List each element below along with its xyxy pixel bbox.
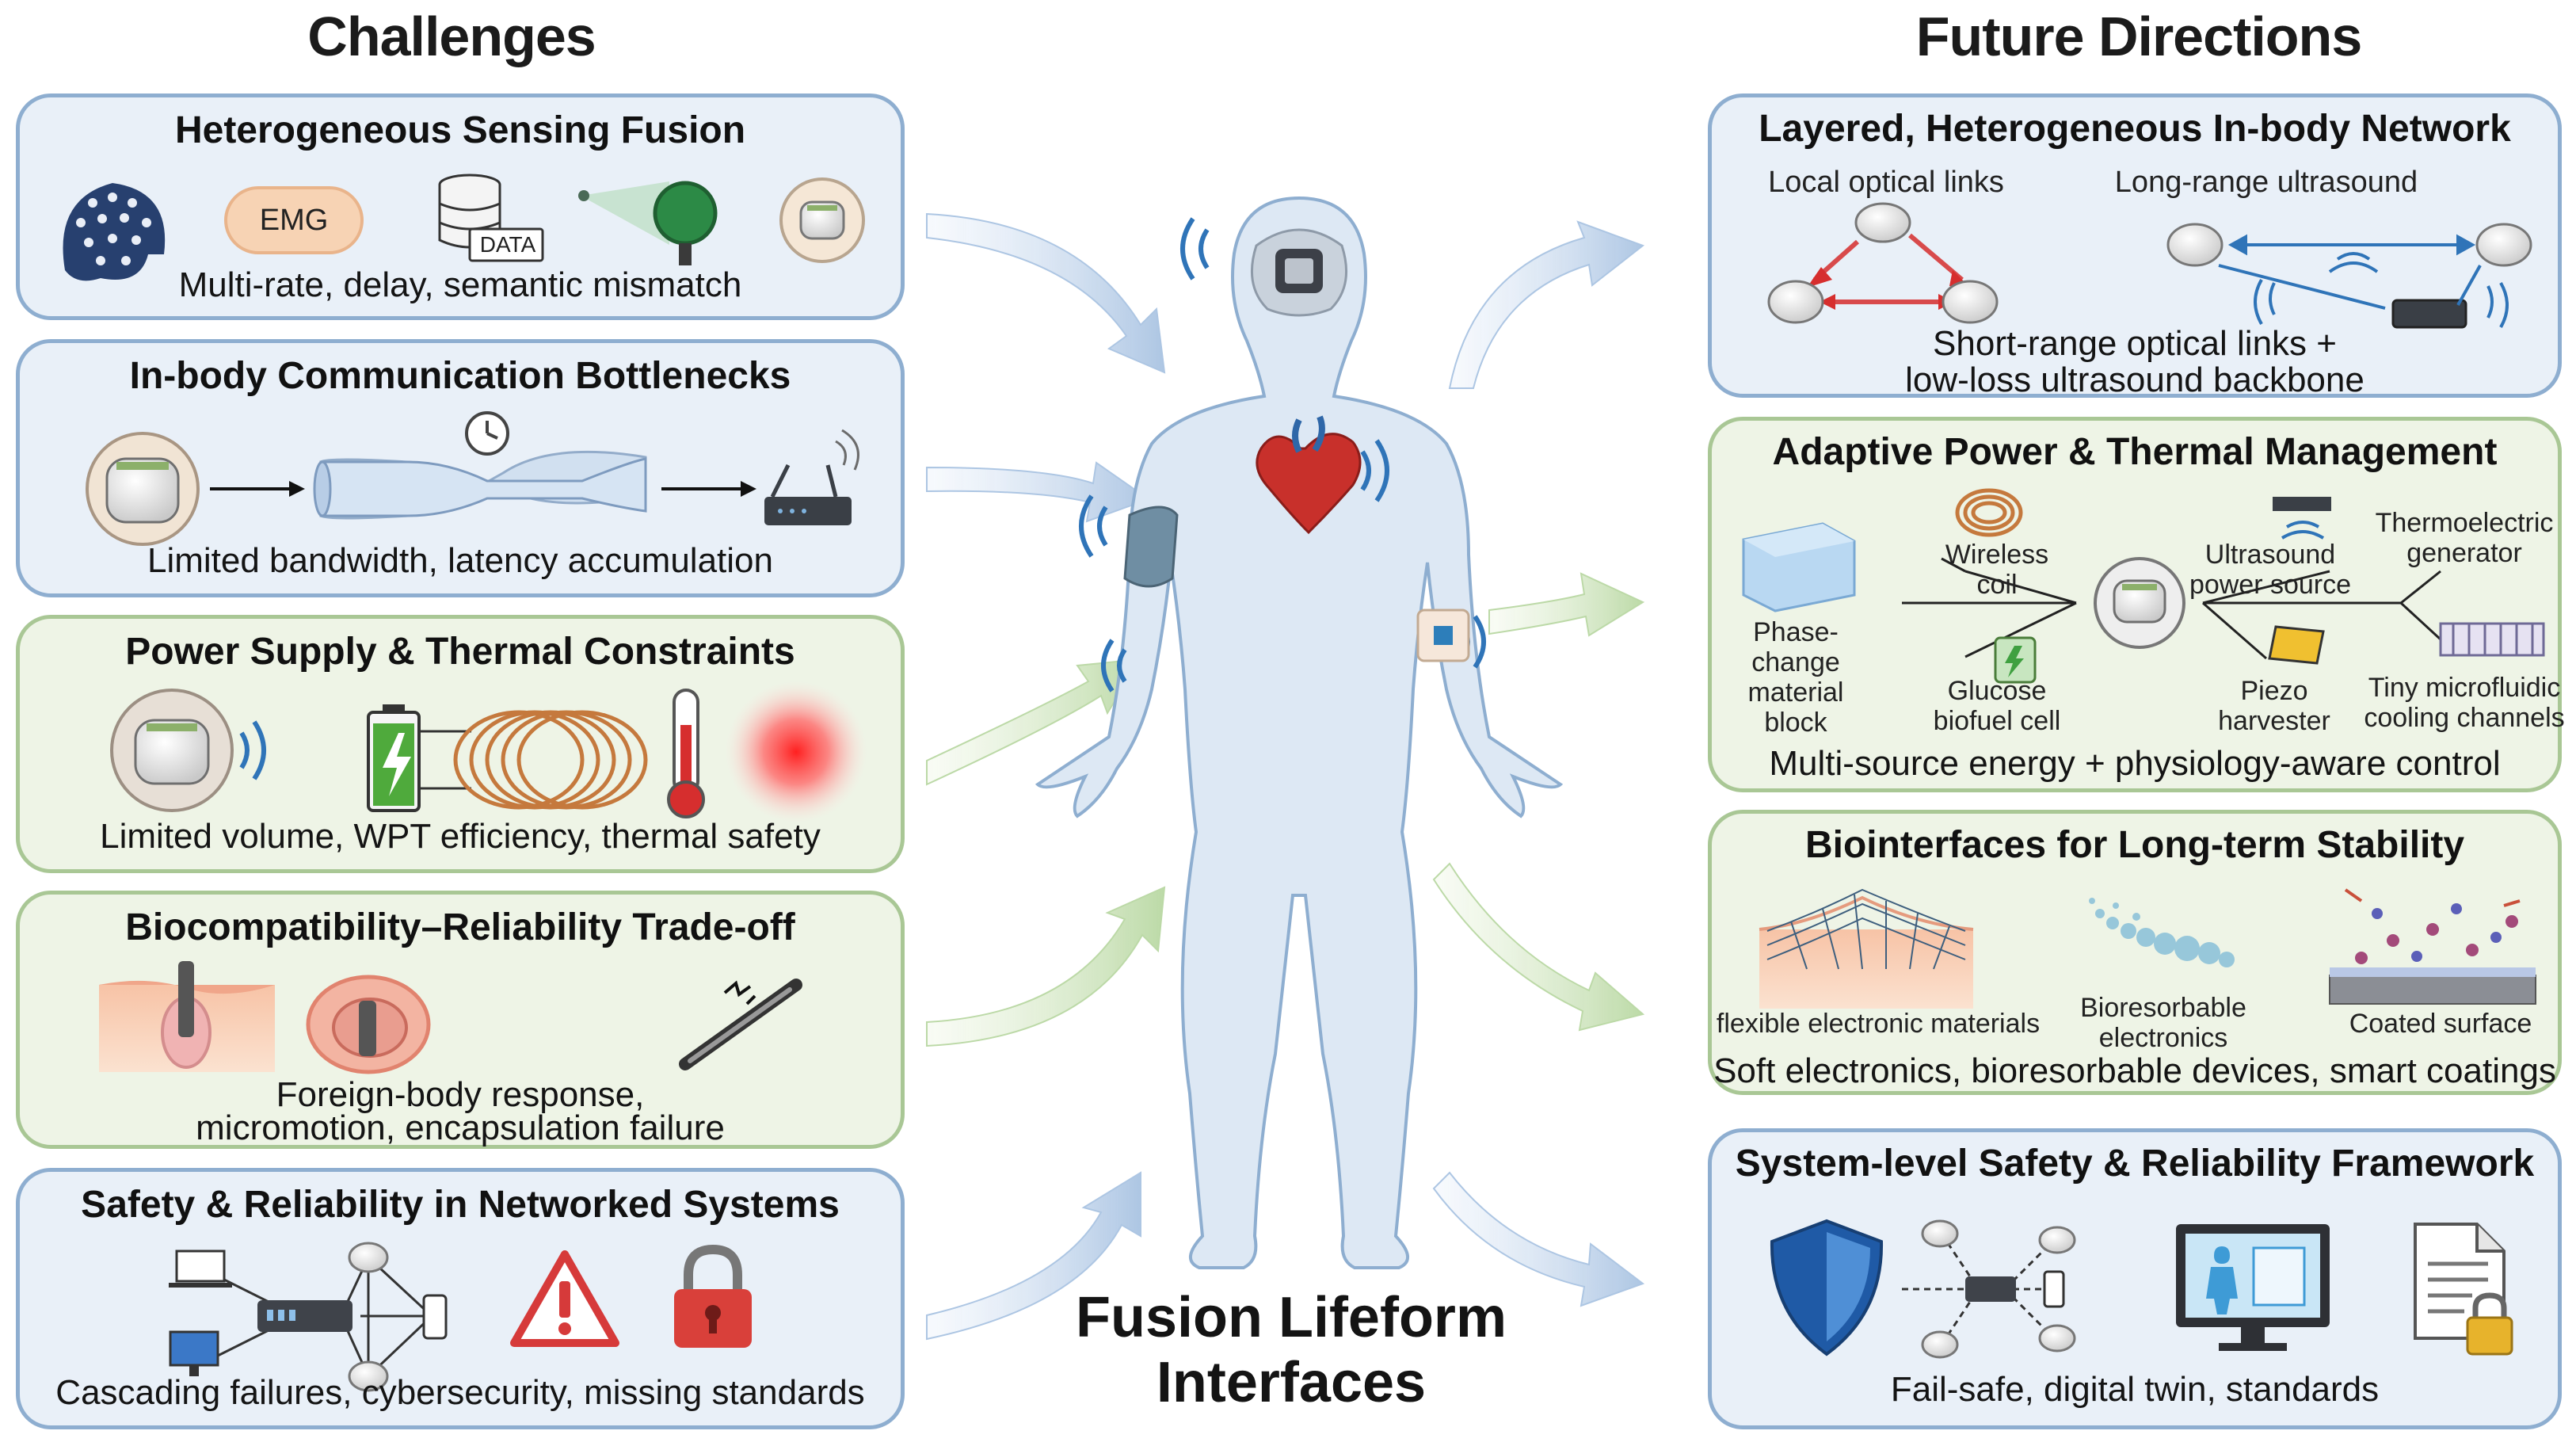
panel-caption: Limited bandwidth, latency accumulation [147, 541, 773, 580]
center-title-line-2: Interfaces [1156, 1351, 1427, 1414]
label-line: Thermoelectric [2375, 508, 2554, 538]
label-line: harvester [2218, 706, 2330, 737]
label-line: block [1764, 708, 1827, 738]
center-title-line-1: Fusion Lifeform [1076, 1286, 1507, 1349]
panel-caption: Fail-safe, digital twin, standards [1890, 1370, 2380, 1409]
label-line: Wireless [1945, 540, 2049, 570]
panel-caption-line-1: Short-range optical links + [1933, 324, 2337, 363]
digital-twin-monitor-icon [2176, 1224, 2330, 1351]
panel-title: Biocompatibility–Reliability Trade-off [125, 906, 795, 948]
label-line: biofuel cell [1933, 706, 2061, 737]
panel-title: In-body Communication Bottlenecks [129, 355, 791, 397]
label-line: Phase-change [1751, 617, 1840, 678]
arrow-out-3 [1432, 862, 1645, 1032]
label-line: cooling channels [2364, 703, 2565, 734]
network-topology-icon [169, 1242, 448, 1392]
panel-title: Adaptive Power & Thermal Management [1772, 431, 2498, 473]
flow-arrows [926, 212, 1645, 1341]
label-local-optical: Local optical links [1768, 166, 2004, 199]
in-body-network-diagram [1767, 202, 2532, 329]
warning-icon [510, 1250, 619, 1347]
arrow-out-1 [1448, 220, 1645, 389]
label-line: Piezo [2240, 676, 2308, 706]
future-directions-heading: Future Directions [1915, 6, 2363, 67]
panel-caption: Multi-rate, delay, semantic mismatch [178, 265, 742, 304]
panel-title: Safety & Reliability in Networked System… [81, 1184, 840, 1226]
panel-caption: Limited volume, WPT efficiency, thermal … [100, 817, 821, 856]
arrow-out-4 [1432, 1171, 1645, 1307]
energy-hub-diagram [1742, 488, 2545, 684]
arrow-in-1 [926, 212, 1166, 374]
label-line: Tiny microfluidic [2368, 673, 2561, 703]
challenge-panel-sensing-fusion: Heterogeneous Sensing Fusion EMG DATA Mu… [16, 93, 905, 320]
label-line: power source [2189, 570, 2352, 601]
document-lock-icon [2414, 1223, 2513, 1356]
label-long-range-ultrasound: Long-range ultrasound [2114, 166, 2418, 199]
challenge-panel-networked-safety: Safety & Reliability in Networked System… [16, 1168, 905, 1429]
tissue-response-icons [99, 961, 802, 1074]
challenge-panel-biocompatibility: Biocompatibility–Reliability Trade-off F… [16, 891, 905, 1149]
future-panel-in-body-network: Layered, Heterogeneous In-body Network L… [1708, 93, 2562, 399]
panel-title: Biointerfaces for Long-term Stability [1804, 824, 2465, 866]
challenge-panel-power-thermal: Power Supply & Thermal Constraints Limit… [16, 615, 905, 873]
label-coated-surface: Coated surface [2349, 1009, 2532, 1039]
emg-label: EMG [259, 203, 329, 237]
panel-title: Power Supply & Thermal Constraints [125, 631, 795, 673]
shield-icon [1770, 1219, 1884, 1356]
power-thermal-icons [110, 681, 867, 823]
implant-device-icon [779, 177, 865, 263]
biointerface-icons [1759, 888, 2536, 1009]
challenges-heading: Challenges [307, 6, 596, 67]
label-line: electronics [2098, 1023, 2228, 1054]
arrow-out-2 [1488, 572, 1645, 637]
arrow-in-5 [926, 1171, 1141, 1341]
panel-caption-line-2: micromotion, encapsulation failure [196, 1108, 725, 1147]
communication-bottleneck-diagram [86, 411, 859, 546]
label-flexible-electronic-materials: flexible electronic materials [1716, 1009, 2041, 1039]
panel-caption: Multi-source energy + physiology-aware c… [1769, 744, 2501, 783]
future-panel-safety-framework: System-level Safety & Reliability Framew… [1708, 1128, 2562, 1429]
arrow-in-4 [926, 886, 1166, 1047]
future-panel-biointerfaces: Biointerfaces for Long-term Stability fl… [1708, 810, 2562, 1095]
label-line: coil [1976, 570, 2018, 601]
panel-caption-line-1: Foreign-body response, [276, 1075, 645, 1114]
network-topology-icon [1902, 1219, 2076, 1359]
challenge-panel-communication: In-body Communication Bottlenecks Limite… [16, 339, 905, 597]
lock-icon [674, 1244, 752, 1348]
database-icon [438, 174, 544, 262]
panel-caption-line-2: low-loss ultrasound backbone [1905, 361, 2365, 399]
label-line: Ultrasound [2204, 540, 2336, 570]
eeg-cap-icon [63, 183, 166, 281]
label-line: Bioresorbable [2080, 993, 2246, 1023]
panel-title: Heterogeneous Sensing Fusion [174, 109, 746, 151]
data-label: DATA [479, 232, 536, 257]
label-line: Glucose [1947, 676, 2047, 706]
human-body-figure [1035, 196, 1564, 1269]
panel-caption: Cascading failures, cybersecurity, missi… [55, 1373, 865, 1412]
future-panel-power-thermal: Adaptive Power & Thermal Management Wire… [1708, 417, 2565, 792]
arrow-in-2 [926, 461, 1151, 523]
label-line: material [1747, 677, 1844, 708]
panel-caption: Soft electronics, bioresorbable devices,… [1713, 1051, 2556, 1090]
emg-patch-icon: EMG [224, 186, 364, 254]
optical-sensor-icon [578, 181, 718, 265]
panel-title: System-level Safety & Reliability Framew… [1735, 1143, 2535, 1185]
panel-title: Layered, Heterogeneous In-body Network [1759, 108, 2511, 150]
label-line: generator [2406, 538, 2522, 569]
